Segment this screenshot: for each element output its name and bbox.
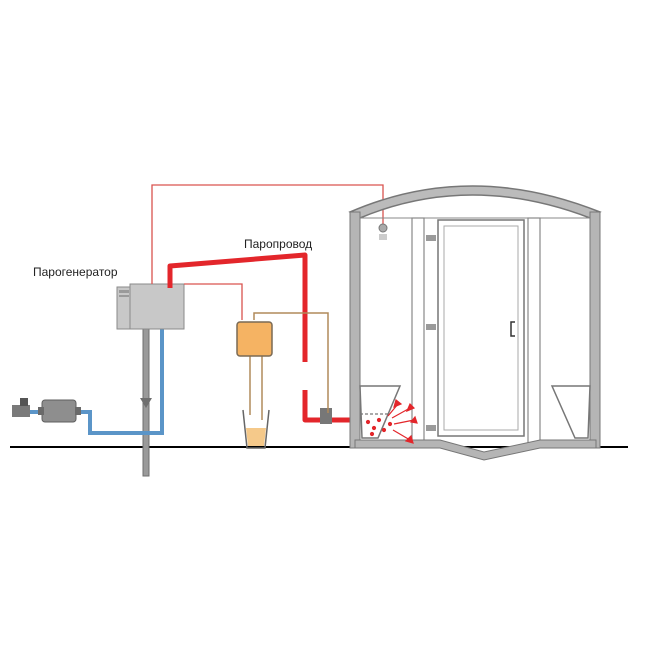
steam-fitting-icon <box>320 408 332 424</box>
steam-generator <box>116 283 185 330</box>
water-filter-icon <box>38 399 81 423</box>
shower-cabin <box>348 185 602 461</box>
sensor-icon <box>378 223 388 240</box>
aroma-container <box>242 409 270 449</box>
aroma-pump <box>236 321 273 357</box>
water-tap-icon <box>12 398 30 417</box>
steam-outlet-icon <box>360 398 418 444</box>
drain-pipe <box>140 327 152 477</box>
aroma-tube <box>249 312 329 420</box>
water-supply-pipe <box>20 325 164 435</box>
steam-generator-label: Парогенератор <box>33 265 118 279</box>
steam-line-label: Паропровод <box>244 237 312 251</box>
control-wire <box>151 184 384 320</box>
steam-line-pipe <box>167 252 357 423</box>
